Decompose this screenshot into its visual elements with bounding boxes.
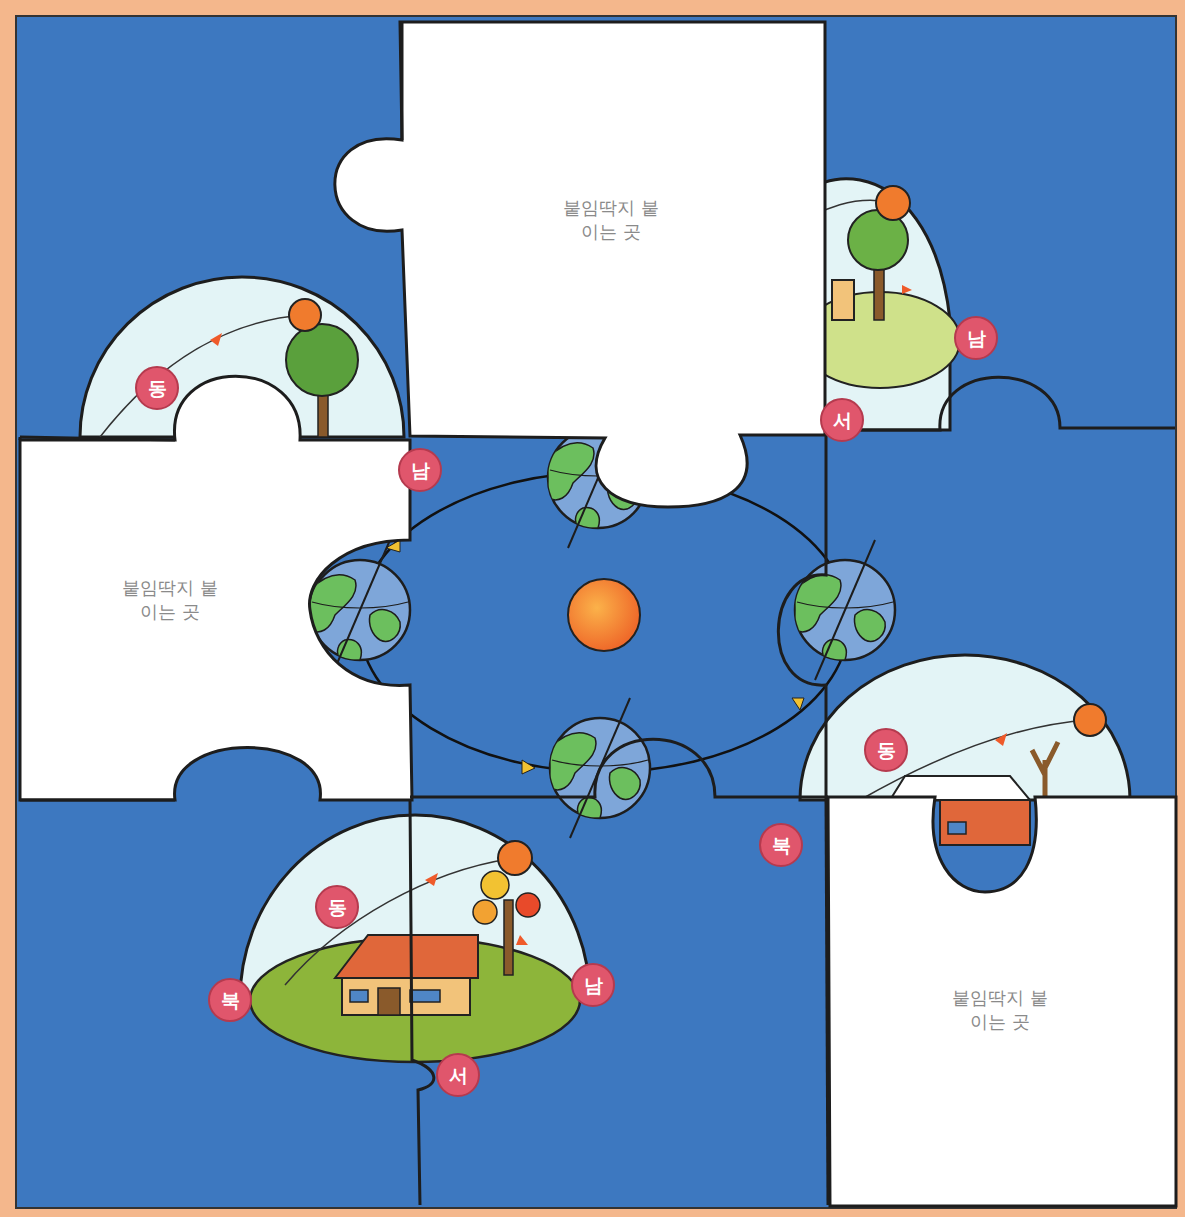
- sticker-label: 붙임딱지 붙이는 곳: [115, 576, 225, 625]
- sticker-area: 붙임딱지 붙이는 곳: [860, 930, 1140, 1090]
- direction-label: 남: [584, 976, 603, 995]
- direction-badge: 서: [436, 1053, 480, 1097]
- sticker-area: 붙임딱지 붙이는 곳: [470, 140, 752, 300]
- direction-badge: 동: [864, 728, 908, 772]
- direction-label: 남: [411, 461, 430, 480]
- direction-badge: 남: [571, 963, 615, 1007]
- direction-badge: 남: [398, 448, 442, 492]
- direction-badge: 남: [954, 316, 998, 360]
- direction-label: 서: [449, 1066, 468, 1085]
- direction-label: 동: [328, 898, 347, 917]
- direction-label: 동: [877, 741, 896, 760]
- direction-badge: 서: [820, 398, 864, 442]
- direction-badge: 북: [759, 823, 803, 867]
- direction-label: 남: [967, 329, 986, 348]
- direction-badge: 동: [135, 366, 179, 410]
- direction-badge: 북: [208, 978, 252, 1022]
- direction-label: 북: [221, 991, 240, 1010]
- direction-label: 서: [833, 411, 852, 430]
- direction-label: 동: [148, 379, 167, 398]
- direction-label: 북: [772, 836, 791, 855]
- sticker-label: 붙임딱지 붙이는 곳: [556, 196, 666, 245]
- direction-badge: 동: [315, 885, 359, 929]
- sticker-label: 붙임딱지 붙이는 곳: [945, 986, 1055, 1035]
- sticker-area: 붙임딱지 붙이는 곳: [40, 520, 300, 680]
